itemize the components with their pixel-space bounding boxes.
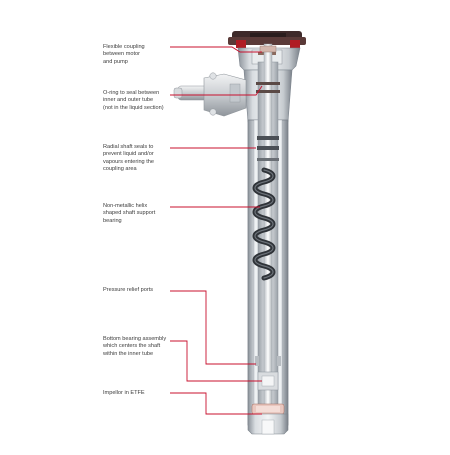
callout-pressure-relief: Pressure relief ports <box>103 287 154 293</box>
helix-bearing <box>252 167 276 281</box>
seal-area <box>256 45 280 161</box>
leader-line-o-ring <box>170 85 263 96</box>
motor-housing <box>228 31 306 48</box>
callout-radial-shaft-seals: Radial shaft seals to prevent liquid and… <box>103 144 154 173</box>
callout-helix-bearing: Non-metallic helix shaped shaft support … <box>103 203 156 224</box>
callout-bottom-bearing: Bottom bearing assembly which centers th… <box>103 336 167 357</box>
leader-lines <box>170 46 263 415</box>
outlet-nozzle <box>173 72 247 117</box>
callout-impellor: Impellor in ETFE <box>103 390 145 396</box>
leader-line-flexible-coupling <box>170 46 262 53</box>
callout-o-ring: O-ring to seal between inner and outer t… <box>103 90 164 111</box>
callout-flexible-coupling: Flexible coupling between motor and pump <box>103 44 145 65</box>
leader-line-pressure-relief <box>170 290 256 365</box>
leader-line-impellor <box>170 392 262 415</box>
impellor <box>247 403 289 435</box>
leader-line-bottom-bearing <box>170 340 262 382</box>
pressure-relief-ports <box>255 356 281 366</box>
